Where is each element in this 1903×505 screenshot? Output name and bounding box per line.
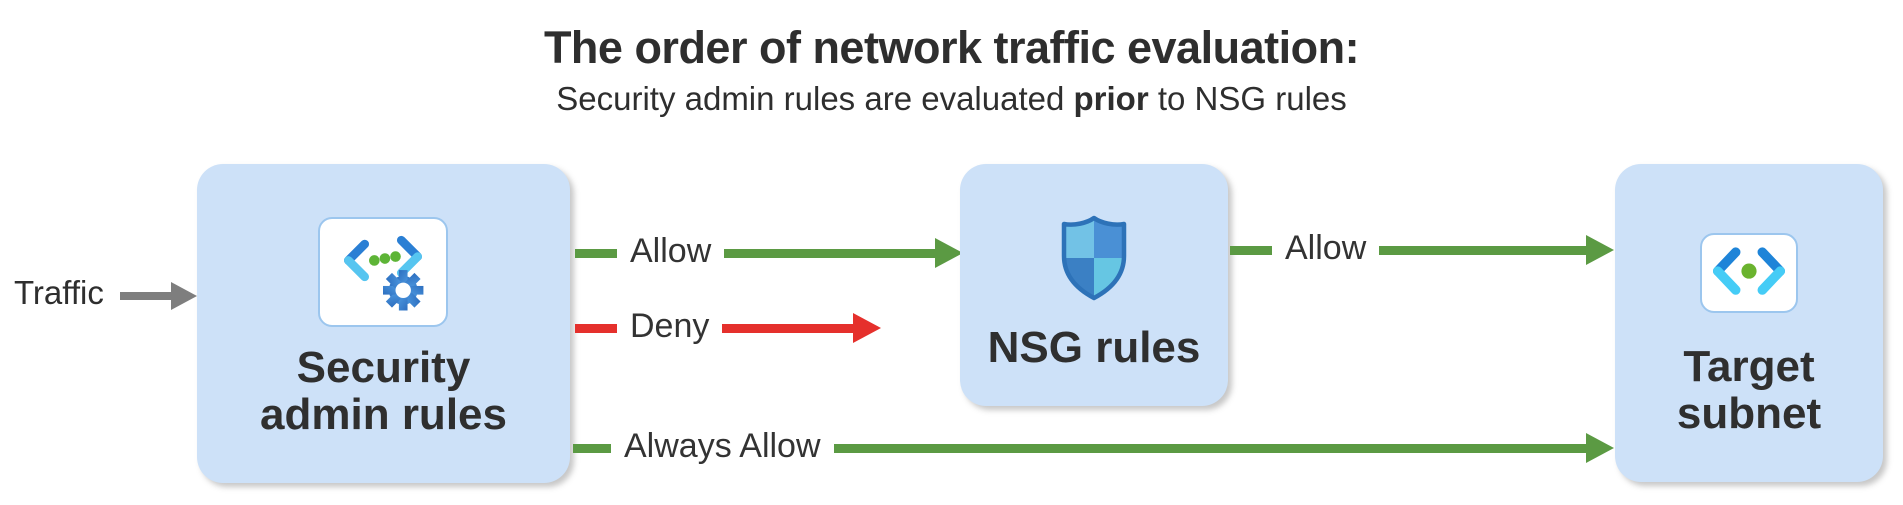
security-admin-icon-tile (318, 217, 448, 327)
allow-arrow-label: Allow (1285, 228, 1367, 267)
allow-arrow-line (724, 248, 935, 258)
always-allow-arrow-label: Always Allow (624, 426, 821, 465)
diagram-title: The order of network traffic evaluation: (543, 22, 1360, 73)
allow-arrow-label: Allow (630, 231, 712, 270)
always-allow-arrow: Always Allow (573, 427, 1614, 465)
code-gear-icon (344, 235, 424, 311)
subtitle-suffix: to NSG rules (1148, 80, 1347, 117)
allow-arrow-line (1379, 245, 1586, 255)
target-subnet-label-line1: Target (1683, 342, 1815, 391)
diagram-subtitle: Security admin rules are evaluated prior… (0, 80, 1903, 118)
deny-arrow: Deny (575, 307, 881, 345)
security-admin-rules-label: Security admin rules (197, 344, 570, 438)
nsg-rules-node: NSG rules (960, 164, 1228, 406)
allow-arrow-line (575, 248, 617, 258)
always-allow-arrow-line (573, 443, 611, 453)
subtitle-emphasis: prior (1073, 80, 1149, 117)
target-subnet-icon-tile (1700, 233, 1798, 313)
target-subnet-node: Target subnet (1615, 164, 1883, 482)
traffic-arrowhead-icon (171, 282, 197, 310)
always-allow-arrowhead-icon (1586, 433, 1614, 463)
deny-arrow-label: Deny (630, 306, 710, 345)
allow-arrow-line (1230, 245, 1272, 255)
always-allow-arrow-line (833, 443, 1586, 453)
nsg-rules-label: NSG rules (987, 323, 1201, 372)
security-admin-label-line1: Security (296, 343, 471, 392)
traffic-arrow-line (120, 292, 171, 300)
target-subnet-label: Target subnet (1615, 343, 1883, 437)
traffic-arrow (120, 282, 197, 310)
traffic-label: Traffic (14, 274, 104, 311)
allow-arrow-to-target: Allow (1230, 229, 1614, 267)
deny-arrow-line (722, 323, 853, 333)
deny-arrow-line (575, 323, 617, 333)
code-dot-icon (1713, 247, 1785, 295)
shield-icon (1061, 215, 1127, 301)
allow-arrow-to-nsg: Allow (575, 232, 963, 270)
allow-arrowhead-icon (935, 238, 963, 268)
security-admin-label-line2: admin rules (260, 390, 507, 440)
allow-arrowhead-icon (1586, 235, 1614, 265)
target-subnet-label-line2: subnet (1676, 389, 1822, 439)
deny-arrowhead-icon (853, 313, 881, 343)
subtitle-prefix: Security admin rules are evaluated (556, 80, 1074, 117)
security-admin-rules-node: Security admin rules (197, 164, 570, 483)
